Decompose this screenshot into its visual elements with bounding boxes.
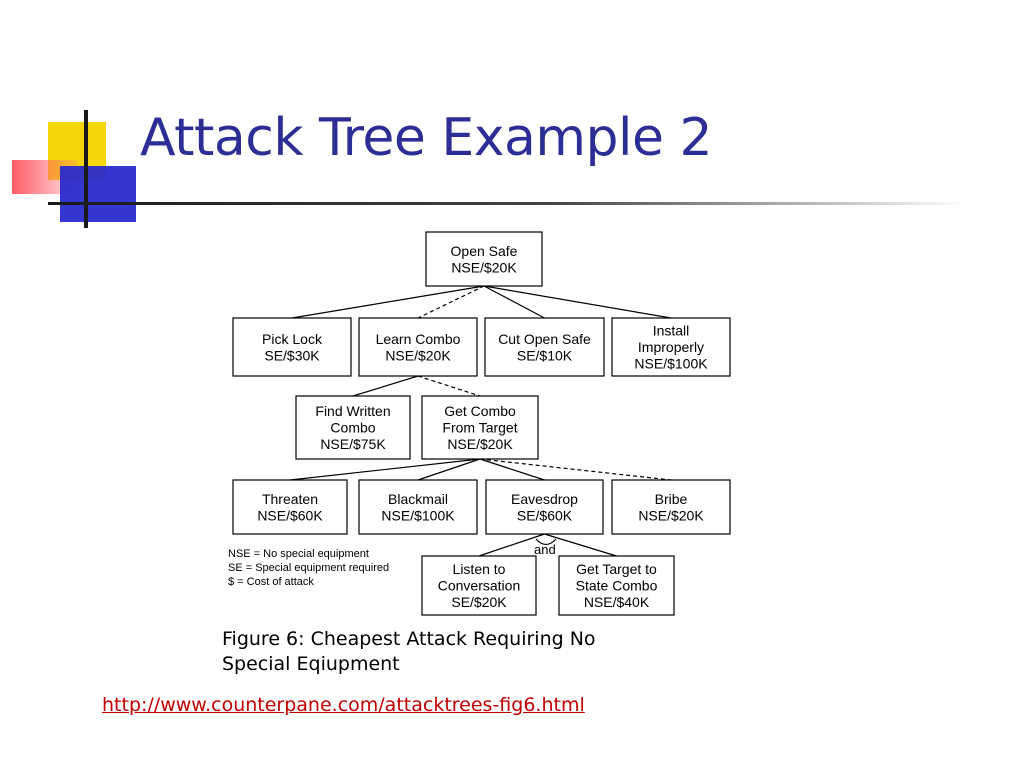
node-label-line: Listen to (453, 561, 506, 577)
node-label-line: Get Target to (576, 561, 657, 577)
tree-edge-dashed (479, 458, 672, 481)
tree-edge (352, 375, 419, 397)
caption-line: Special Eqiupment (222, 653, 400, 675)
tree-edge (291, 285, 485, 319)
node-label-line: Cut Open Safe (498, 331, 591, 347)
node-label-line: State Combo (576, 578, 658, 594)
node-box (232, 317, 352, 377)
node-label-line: NSE/$20K (447, 436, 513, 452)
node-label-line: Eavesdrop (511, 491, 578, 507)
slide-title: Attack Tree Example 2 (140, 108, 713, 168)
source-link[interactable]: http://www.counterpane.com/attacktrees-f… (102, 694, 585, 716)
legend-item: $ = Cost of attack (228, 576, 314, 588)
node-box (421, 555, 537, 616)
tree-edge (478, 533, 545, 557)
node-box (425, 231, 543, 287)
tree-edge-dashed (417, 285, 485, 319)
tree-edge (544, 533, 617, 557)
legend: NSE = No special equipment SE = Special e… (228, 548, 389, 588)
node-label-line: Conversation (438, 578, 521, 594)
node-box (232, 479, 348, 535)
node-label-line: Bribe (655, 491, 688, 507)
node-label-line: Threaten (262, 491, 318, 507)
node-label-line: Find Written (315, 403, 390, 419)
title-underline (48, 202, 968, 205)
node-label-line: Improperly (638, 339, 704, 355)
node-label-line: Open Safe (451, 243, 518, 259)
node-box (358, 479, 478, 535)
node-label-line: Combo (330, 420, 375, 436)
node-label-line: NSE/$100K (381, 507, 455, 523)
node-label-line: Get Combo (444, 403, 516, 419)
node-box (611, 479, 731, 535)
caption-line: Figure 6: Cheapest Attack Requiring No (222, 628, 596, 650)
node-label-line: SE/$20K (451, 594, 507, 610)
node-label-line: NSE/$100K (634, 356, 708, 372)
node-label-line: NSE/$40K (584, 594, 650, 610)
node-box (421, 395, 539, 460)
node-box (611, 317, 731, 377)
node-label-line: From Target (442, 420, 517, 436)
legend-item: NSE = No special equipment (228, 548, 369, 560)
and-label: and (534, 542, 556, 557)
tree-edge (289, 458, 481, 481)
node-box (485, 479, 604, 535)
node-box (295, 395, 411, 460)
node-label-line: Pick Lock (262, 331, 323, 347)
node-label-line: NSE/$20K (451, 259, 517, 275)
node-label-line: SE/$30K (264, 347, 320, 363)
node-label-line: SE/$10K (517, 347, 573, 363)
legend-item: SE = Special equipment required (228, 562, 389, 574)
node-label-line: Blackmail (388, 491, 448, 507)
decorative-vertical-line (84, 110, 88, 228)
tree-edge (483, 285, 545, 319)
decorative-blue-square (60, 166, 136, 222)
node-box (358, 317, 478, 377)
tree-edges: and (289, 285, 672, 557)
tree-edge (479, 458, 545, 481)
and-arc (535, 538, 557, 546)
figure-caption: Figure 6: Cheapest Attack Requiring No Sp… (222, 628, 596, 675)
node-label-line: NSE/$20K (638, 507, 704, 523)
tree-edge (417, 458, 481, 481)
node-label-line: SE/$60K (517, 507, 573, 523)
node-box (558, 555, 675, 616)
node-label-line: Learn Combo (376, 331, 461, 347)
tree-edge (483, 285, 672, 319)
tree-edge-dashed (417, 375, 481, 397)
node-label-line: Install (653, 323, 690, 339)
node-label-line: NSE/$60K (257, 507, 323, 523)
node-box (484, 317, 605, 377)
node-label-line: NSE/$75K (320, 436, 386, 452)
node-label-line: NSE/$20K (385, 347, 451, 363)
